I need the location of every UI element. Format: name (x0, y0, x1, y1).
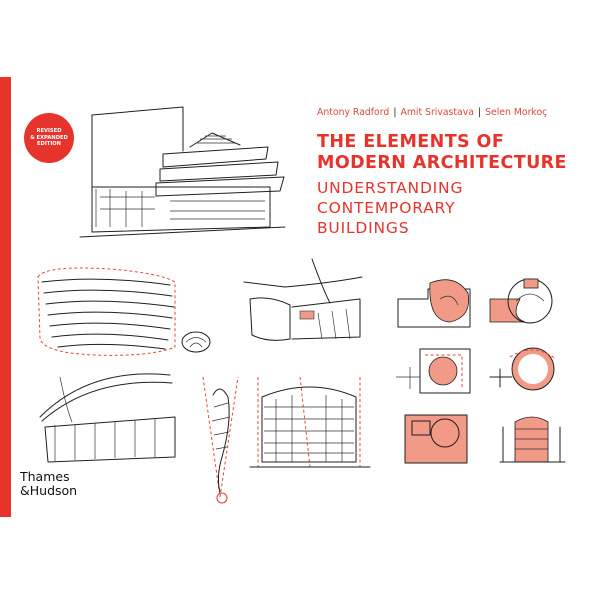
guggenheim-elevation-sketch (79, 106, 286, 238)
layered-floors-sketch (37, 267, 211, 356)
book-cover: REVISED & EXPANDED EDITION (0, 77, 600, 517)
book-subtitle: UNDERSTANDING CONTEMPORARY BUILDINGS (317, 178, 463, 238)
plan-diagram-3 (396, 348, 471, 394)
edition-badge: REVISED & EXPANDED EDITION (24, 113, 74, 163)
red-spine-band (0, 77, 11, 517)
title-line-1: THE ELEMENTS OF (317, 132, 505, 152)
spiral-shell-sketch (202, 376, 239, 504)
plan-diagram-2 (489, 278, 553, 324)
publisher-logo: Thames &Hudson (20, 470, 77, 498)
tower-section-sketch (249, 376, 371, 468)
subtitle-line-3: BUILDINGS (317, 219, 410, 237)
curved-canopy-sketch (39, 373, 176, 463)
interior-perspective-sketch (243, 258, 363, 341)
author-2: Amit Srivastava (400, 107, 474, 118)
book-title: THE ELEMENTS OF MODERN ARCHITECTURE (317, 132, 567, 174)
architecture-sketches (37, 106, 566, 504)
author-separator: | (477, 107, 482, 118)
author-list: Antony Radford|Amit Srivastava|Selen Mor… (317, 107, 547, 118)
subtitle-line-2: CONTEMPORARY (317, 199, 456, 217)
author-3: Selen Morkoç (485, 107, 548, 118)
plan-diagram-5 (404, 414, 468, 464)
badge-line-3: EDITION (37, 141, 61, 148)
title-line-2: MODERN ARCHITECTURE (317, 153, 567, 173)
subtitle-line-1: UNDERSTANDING (317, 179, 464, 197)
badge-line-2: & EXPANDED (30, 134, 68, 141)
plan-diagram-1 (397, 279, 471, 328)
plan-diagram-4 (489, 347, 557, 391)
plan-diagram-6 (499, 416, 566, 463)
publisher-line-2: &Hudson (20, 483, 78, 498)
author-1: Antony Radford (317, 107, 390, 118)
author-separator: | (393, 107, 397, 118)
badge-line-1: REVISED (36, 128, 62, 135)
publisher-line-1: Thames (20, 469, 70, 484)
